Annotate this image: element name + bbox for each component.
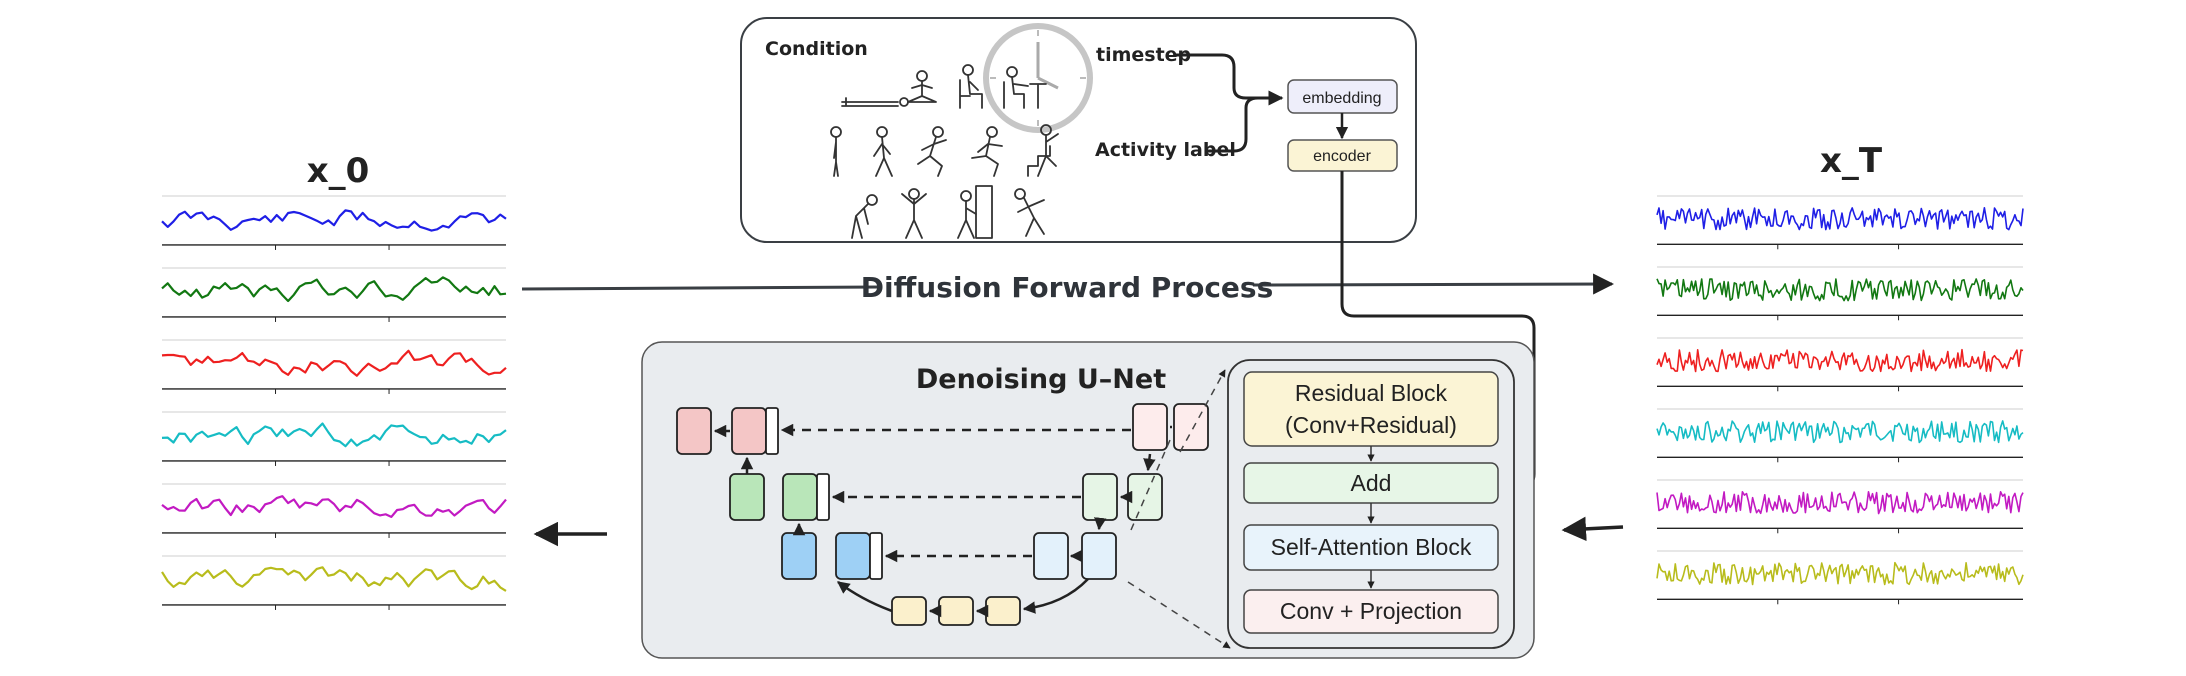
- lying-person-icon: [841, 97, 909, 107]
- forward-arrow-left: [521, 285, 883, 291]
- time-series-line: [1656, 278, 2024, 302]
- encoder-label: encoder: [1313, 148, 1371, 165]
- walking-person-icon: [873, 126, 893, 177]
- time-series-line: [161, 566, 507, 592]
- embedding-label: embedding: [1302, 90, 1381, 107]
- sitting-person-icon: [959, 64, 983, 109]
- desk-person-icon: [1003, 66, 1047, 109]
- add-label: Add: [1351, 470, 1392, 496]
- clock-icon: [983, 23, 1093, 133]
- time-series-line: [161, 495, 507, 519]
- x0-title: x_0: [307, 151, 370, 191]
- door-person-icon: [957, 185, 993, 239]
- detail-dashes: [1127, 369, 1231, 649]
- xT-plots: [1656, 195, 2024, 605]
- timestep-label: timestep: [1096, 44, 1191, 66]
- bending-person-icon: [851, 194, 878, 239]
- unet-architecture: [676, 403, 1209, 626]
- time-series-line: [161, 349, 507, 377]
- x0-plots: [161, 195, 507, 610]
- conv-block: [1243, 589, 1499, 634]
- reverse-arrow-in: [1561, 516, 1624, 542]
- timestep-arrow: [1175, 53, 1284, 106]
- forward-arrow-right: [1252, 273, 1615, 295]
- time-series-line: [1656, 348, 2024, 373]
- conv-label: Conv + Projection: [1280, 598, 1462, 624]
- activity-arrow: [1205, 96, 1259, 153]
- forward-label: Diffusion Forward Process: [861, 271, 1274, 304]
- jumping-person-icon: [901, 188, 927, 239]
- time-series-line: [161, 209, 507, 232]
- time-series-line: [161, 276, 507, 303]
- unet-arrows: [713, 423, 1172, 618]
- residual-label-2: (Conv+Residual): [1285, 412, 1457, 438]
- xT-title: x_T: [1820, 141, 1883, 181]
- standing-person-icon: [830, 126, 842, 177]
- time-series-line: [1656, 561, 2024, 586]
- running-person-icon: [917, 126, 947, 177]
- unet-title: Denoising U–Net: [916, 364, 1166, 395]
- stairs-person-icon: [1027, 124, 1059, 177]
- condition-title: Condition: [765, 38, 868, 60]
- residual-label-1: Residual Block: [1295, 380, 1448, 406]
- attention-label: Self-Attention Block: [1271, 534, 1472, 560]
- time-series-line: [1656, 490, 2024, 515]
- time-series-line: [161, 422, 507, 448]
- meditating-person-icon: [907, 70, 937, 103]
- person-icons: [830, 64, 1059, 239]
- condition-box: [740, 17, 1417, 243]
- activity-label: Activity label: [1095, 139, 1236, 161]
- falling-person-icon: [1014, 188, 1045, 237]
- jogging-person-icon: [971, 126, 1003, 177]
- time-series-line: [1656, 207, 2024, 231]
- time-series-line: [1656, 420, 2024, 444]
